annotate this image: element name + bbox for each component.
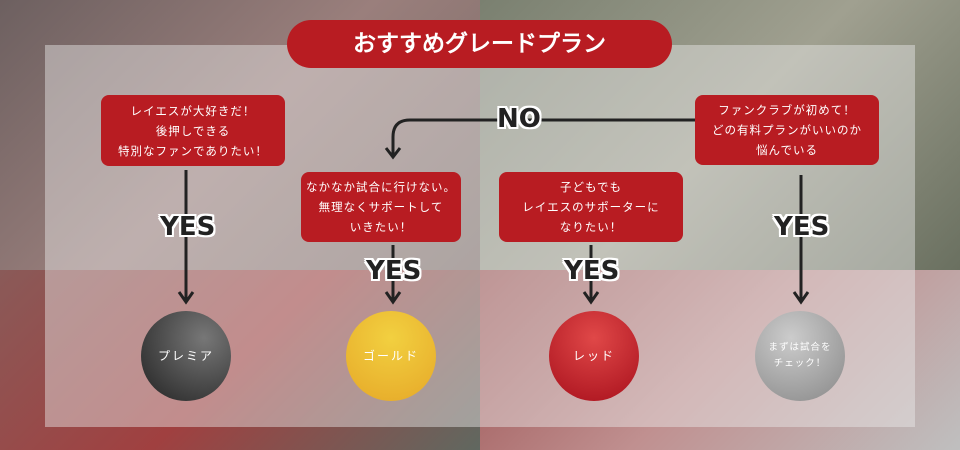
page-title: おすすめグレードプラン bbox=[287, 20, 672, 68]
question-box-premier: レイエスが大好きだ！ 後押しできる 特別なファンでありたい！ bbox=[101, 95, 285, 166]
question-box-first: ファンクラブが初めて！ どの有料プランがいいのか 悩んでいる bbox=[695, 95, 879, 165]
plan-gold[interactable]: ゴールド bbox=[346, 311, 436, 401]
plan-premier[interactable]: プレミア bbox=[141, 311, 231, 401]
yes-label: YES bbox=[366, 256, 422, 286]
question-box-red: 子どもでも レイエスのサポーターに なりたい！ bbox=[499, 172, 683, 242]
plan-check-match[interactable]: まずは試合を チェック！ bbox=[755, 311, 845, 401]
yes-label: YES bbox=[564, 256, 620, 286]
question-box-gold: なかなか試合に行けない。 無理なくサポートして いきたい！ bbox=[301, 172, 461, 242]
yes-label: YES bbox=[160, 212, 216, 242]
yes-label: YES bbox=[774, 212, 830, 242]
no-label: NO bbox=[497, 104, 541, 134]
plan-red[interactable]: レッド bbox=[549, 311, 639, 401]
